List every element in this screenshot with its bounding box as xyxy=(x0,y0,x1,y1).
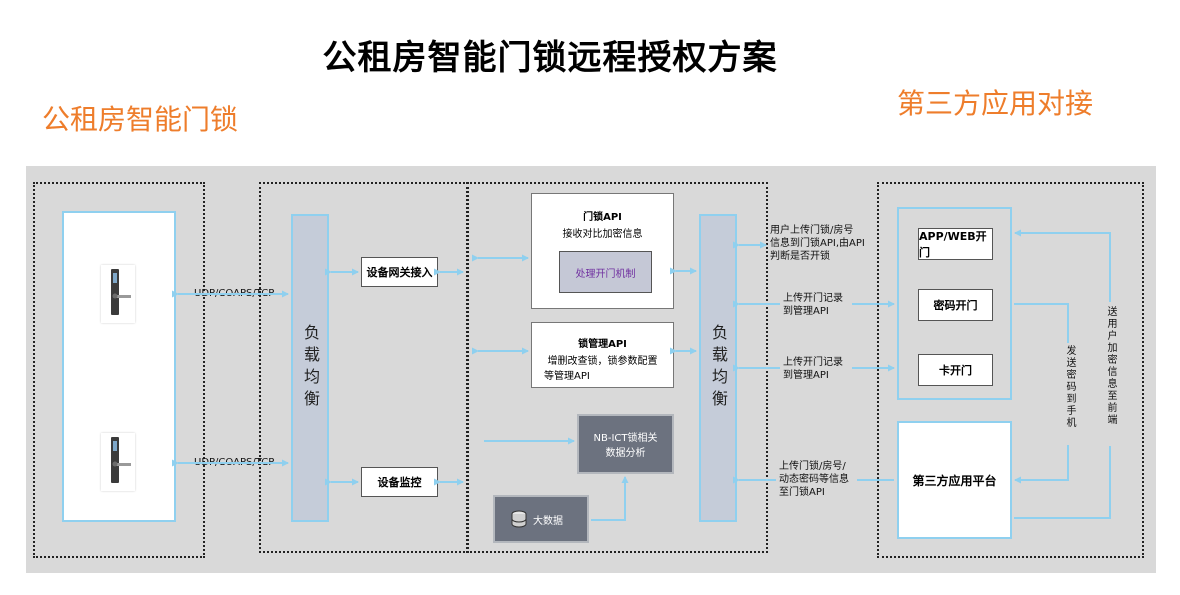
door-lock-image-top xyxy=(101,265,135,323)
send-user-info-note: 送用户加密信息至前端 xyxy=(1105,306,1116,426)
load-balancer-right-label: 负载均衡 xyxy=(709,324,728,412)
card-open-box: 卡开门 xyxy=(918,354,993,386)
third-party-region xyxy=(877,182,1144,558)
app-web-open-box: APP/WEB开门 xyxy=(918,228,993,260)
lock-region xyxy=(33,182,205,558)
door-lock-image-bottom xyxy=(101,433,135,491)
note-platform-upload-line3: 至门锁API xyxy=(779,487,825,498)
left-heading: 公租房智能门锁 xyxy=(42,103,239,136)
load-balancer-left: 负载均衡 xyxy=(291,214,329,522)
note-record-1: 上传开门记录 到管理API xyxy=(783,292,843,318)
database-icon xyxy=(511,510,527,528)
lock-management-api-title: 锁管理API xyxy=(578,339,627,350)
note-user-upload-line3: 判断是否开锁 xyxy=(770,251,830,262)
note-platform-upload-line1: 上传门锁/房号/ xyxy=(779,461,846,472)
lock-api-title: 门锁API xyxy=(583,212,622,223)
note-record-2-line1: 上传开门记录 xyxy=(783,357,843,368)
lock-management-api-desc-1: 增删改查锁，锁参数配置 xyxy=(547,356,658,367)
right-heading: 第三方应用对接 xyxy=(897,87,1094,120)
note-record-1-line1: 上传开门记录 xyxy=(783,293,843,304)
note-user-upload-line2: 信息到门锁API,由API xyxy=(770,238,865,249)
load-balancer-left-label: 负载均衡 xyxy=(301,324,320,412)
big-data-box: 大数据 xyxy=(493,495,589,543)
open-methods-panel xyxy=(897,207,1012,400)
password-open-box: 密码开门 xyxy=(918,289,993,321)
lock-api-desc: 接收对比加密信息 xyxy=(562,229,643,240)
note-platform-upload: 上传门锁/房号/ 动态密码等信息 至门锁API xyxy=(779,460,849,499)
note-record-2-line2: 到管理API xyxy=(783,370,829,381)
lock-management-api-box: 锁管理API 增删改查锁，锁参数配置 等管理API xyxy=(531,322,674,388)
nb-analysis-line2: 数据分析 xyxy=(605,448,646,459)
note-user-upload: 用户上传门锁/房号 信息到门锁API,由API 判断是否开锁 xyxy=(770,224,865,263)
note-platform-upload-line2: 动态密码等信息 xyxy=(779,474,849,485)
gateway-access-box: 设备网关接入 xyxy=(361,257,438,287)
open-door-mechanism-box: 处理开门机制 xyxy=(559,251,652,293)
device-monitor-box: 设备监控 xyxy=(361,467,438,497)
third-party-platform-box: 第三方应用平台 xyxy=(897,421,1012,539)
nb-data-analysis-box: NB-ICT锁相关 数据分析 xyxy=(577,414,674,474)
lock-management-api-desc-2: 等管理API xyxy=(544,371,590,382)
page-title: 公租房智能门锁远程授权方案 xyxy=(322,38,778,78)
note-record-2: 上传开门记录 到管理API xyxy=(783,356,843,382)
nb-analysis-line1: NB-ICT锁相关 xyxy=(593,433,658,444)
note-user-upload-line1: 用户上传门锁/房号 xyxy=(770,225,854,236)
note-record-1-line2: 到管理API xyxy=(783,306,829,317)
send-password-note: 发送密码到手机 xyxy=(1064,345,1075,429)
gateway-region xyxy=(259,182,469,553)
big-data-label: 大数据 xyxy=(533,515,563,527)
